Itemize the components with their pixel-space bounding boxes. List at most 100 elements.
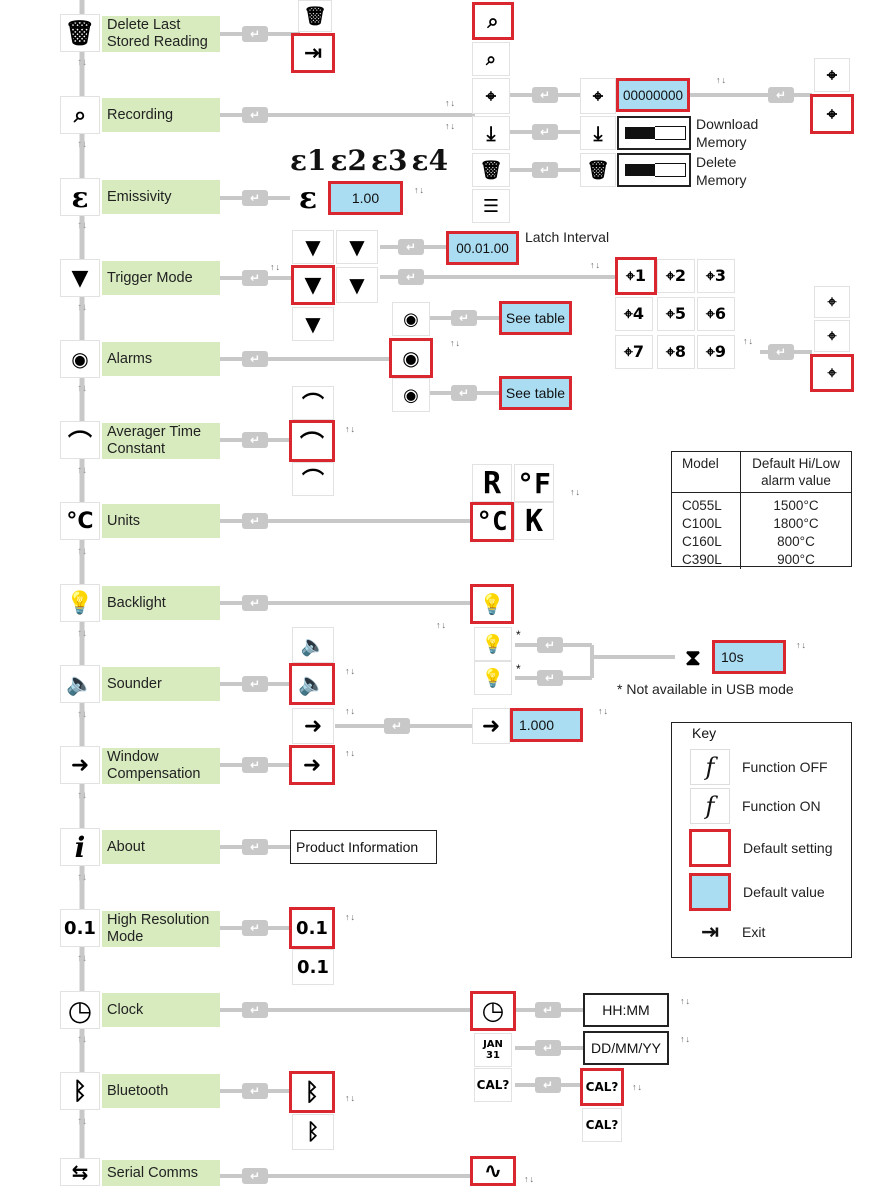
- emissivity-preset-4[interactable]: ε4: [411, 144, 449, 177]
- window-comp-set-icon[interactable]: ➜: [472, 708, 510, 744]
- trigger-external-icon[interactable]: ▼: [292, 307, 334, 341]
- calibration-icon[interactable]: CAL?: [474, 1068, 512, 1102]
- menu-item-about[interactable]: About: [102, 830, 220, 864]
- enter-button[interactable]: ↵: [242, 351, 268, 367]
- alarm-off-icon[interactable]: ◉: [389, 338, 433, 378]
- download-icon[interactable]: ⤓: [472, 116, 510, 150]
- calendar-icon[interactable]: JAN 31: [474, 1033, 512, 1067]
- store-location-3-icon[interactable]: ⌖3: [697, 259, 735, 293]
- backlight-timed-icon[interactable]: 💡: [474, 661, 512, 695]
- menu-item-bluetooth[interactable]: Bluetooth: [102, 1074, 220, 1108]
- enter-button[interactable]: ↵: [242, 1002, 268, 1018]
- menu-item-units[interactable]: Units: [102, 504, 220, 538]
- enter-button[interactable]: ↵: [535, 1002, 561, 1018]
- sounder-off-icon[interactable]: 🔈: [292, 627, 334, 663]
- menu-item-recording[interactable]: Recording: [102, 98, 220, 132]
- bluetooth-on-icon[interactable]: ᛒ: [292, 1114, 334, 1150]
- averager-medium-icon[interactable]: ⌒: [289, 420, 335, 462]
- enter-button[interactable]: ↵: [242, 432, 268, 448]
- units-icon[interactable]: °C: [60, 502, 100, 540]
- enter-button[interactable]: ↵: [768, 87, 794, 103]
- delete-memory-confirm-icon[interactable]: 🗑: [580, 153, 616, 187]
- enter-button[interactable]: ↵: [242, 839, 268, 855]
- menu-item-clock[interactable]: Clock: [102, 993, 220, 1027]
- alarm-low-value[interactable]: See table: [499, 376, 572, 410]
- enter-button[interactable]: ↵: [535, 1077, 561, 1093]
- menu-item-averager-time-constant[interactable]: Averager Time Constant: [102, 423, 220, 459]
- store-location-2-icon[interactable]: ⌖2: [657, 259, 695, 293]
- bluetooth-off-icon[interactable]: ᛒ: [289, 1071, 335, 1113]
- enter-button[interactable]: ↵: [242, 190, 268, 206]
- memory-icon[interactable]: ⌖: [472, 78, 510, 114]
- serial-comms-icon[interactable]: ⇆: [60, 1158, 100, 1186]
- emissivity-preset-2[interactable]: ε2: [330, 144, 368, 177]
- enter-button[interactable]: ↵: [242, 107, 268, 123]
- averager-icon[interactable]: ⌒: [60, 421, 100, 459]
- delete-memory-icon[interactable]: 🗑: [472, 153, 510, 187]
- alarm-high-value[interactable]: See table: [499, 301, 572, 335]
- alarm-high-icon[interactable]: ◉: [392, 302, 430, 336]
- memory-next-icon[interactable]: ⌖: [814, 58, 850, 92]
- download-confirm-icon[interactable]: ⤓: [580, 116, 616, 150]
- backlight-timeout-value[interactable]: 10s: [712, 640, 786, 674]
- enter-button[interactable]: ↵: [398, 269, 424, 285]
- date-format-box[interactable]: DD/MM/YY: [583, 1031, 669, 1065]
- calibration-off-icon[interactable]: CAL?: [582, 1108, 622, 1142]
- enter-button[interactable]: ↵: [384, 718, 410, 734]
- menu-item-delete-last-stored-reading[interactable]: Delete Last Stored Reading: [102, 16, 220, 52]
- memory-count-value[interactable]: 00000000: [616, 78, 690, 112]
- enter-button[interactable]: ↵: [532, 124, 558, 140]
- recording-off-icon[interactable]: ⌕: [472, 2, 514, 40]
- backlight-off-icon[interactable]: 💡: [470, 584, 514, 624]
- emissivity-icon[interactable]: ε: [60, 178, 100, 216]
- store-location-4-icon[interactable]: ⌖4: [615, 297, 653, 331]
- time-format-box[interactable]: HH:MM: [583, 993, 669, 1027]
- store-location-9-icon[interactable]: ⌖9: [697, 335, 735, 369]
- enter-button[interactable]: ↵: [242, 270, 268, 286]
- enter-button[interactable]: ↵: [242, 920, 268, 936]
- about-icon[interactable]: i: [60, 828, 100, 866]
- trigger-normal-icon[interactable]: ▼: [291, 265, 335, 305]
- menu-item-backlight[interactable]: Backlight: [102, 586, 220, 620]
- store-option-b-icon[interactable]: ⌖: [814, 320, 850, 352]
- bluetooth-icon[interactable]: ᛒ: [60, 1072, 100, 1110]
- window-comp-on-icon[interactable]: ➜: [292, 708, 334, 744]
- high-res-off-icon[interactable]: 0.1: [289, 907, 335, 949]
- backlight-on-icon[interactable]: 💡: [474, 627, 512, 661]
- clock-icon[interactable]: ◷: [60, 991, 100, 1029]
- emissivity-preset-1[interactable]: ε1: [290, 144, 327, 177]
- sounder-icon[interactable]: 🔈: [60, 665, 100, 703]
- enter-button[interactable]: ↵: [242, 1168, 268, 1184]
- delete-last-reading-icon[interactable]: 🗑: [60, 14, 100, 52]
- emissivity-preset-3[interactable]: ε3: [371, 144, 408, 177]
- memory-exit-icon[interactable]: ⌖: [810, 94, 854, 134]
- units-celsius-icon[interactable]: °C: [470, 502, 514, 542]
- serial-comms-set-icon[interactable]: ∿: [470, 1156, 516, 1186]
- store-location-6-icon[interactable]: ⌖6: [697, 297, 735, 331]
- enter-button[interactable]: ↵: [537, 670, 563, 686]
- high-resolution-icon[interactable]: 0.1: [60, 909, 100, 947]
- enter-button[interactable]: ↵: [242, 1083, 268, 1099]
- enter-button[interactable]: ↵: [451, 310, 477, 326]
- enter-button[interactable]: ↵: [242, 757, 268, 773]
- emissivity-value[interactable]: 1.00: [328, 181, 403, 215]
- recording-on-icon[interactable]: ⌕: [472, 42, 510, 76]
- window-compensation-icon[interactable]: ➜: [60, 746, 100, 784]
- enter-button[interactable]: ↵: [532, 87, 558, 103]
- product-information-box[interactable]: Product Information: [290, 830, 437, 864]
- clock-set-icon[interactable]: ◷: [470, 991, 516, 1031]
- recording-icon[interactable]: ⌕: [60, 96, 100, 134]
- enter-button[interactable]: ↵: [768, 344, 794, 360]
- store-location-1-icon[interactable]: ⌖1: [615, 257, 657, 295]
- window-comp-off-icon[interactable]: ➜: [289, 745, 335, 785]
- high-res-on-icon[interactable]: 0.1: [292, 949, 334, 985]
- store-exit-icon[interactable]: ⌖: [810, 354, 854, 392]
- trigger-store-icon[interactable]: ▼: [336, 267, 378, 303]
- units-fahrenheit-icon[interactable]: °F: [514, 464, 554, 502]
- menu-item-alarms[interactable]: Alarms: [102, 342, 220, 376]
- trigger-continuous-icon[interactable]: ▼: [292, 230, 334, 264]
- enter-button[interactable]: ↵: [242, 513, 268, 529]
- store-option-a-icon[interactable]: ⌖: [814, 286, 850, 318]
- window-comp-value[interactable]: 1.000: [510, 708, 583, 742]
- enter-button[interactable]: ↵: [451, 385, 477, 401]
